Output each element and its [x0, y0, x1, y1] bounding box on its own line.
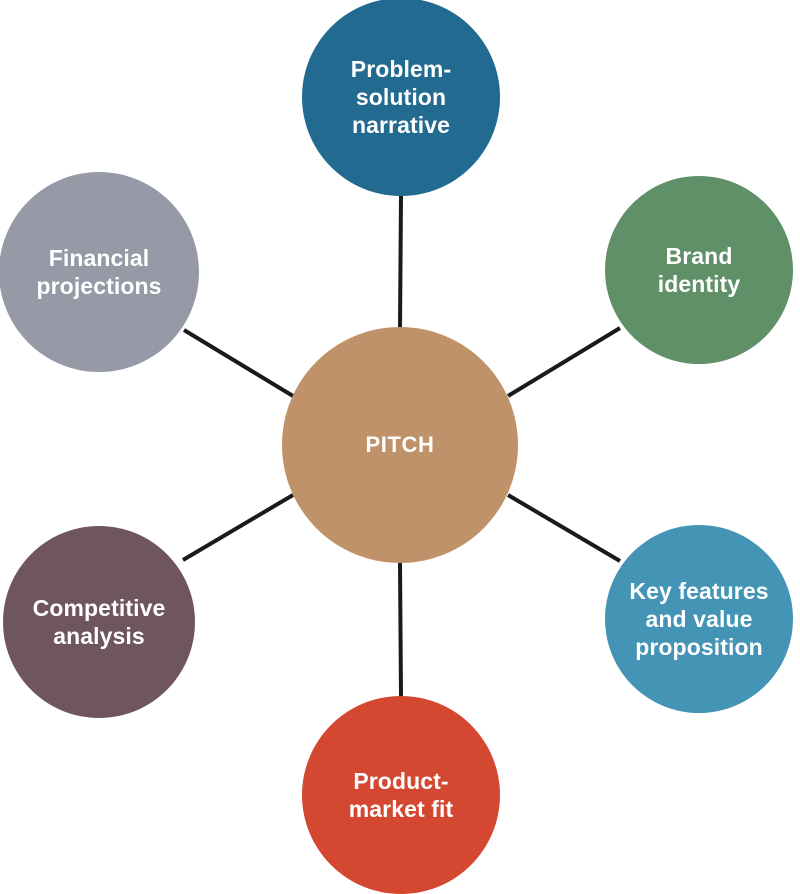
connector-center-to-financial-projections	[182, 328, 295, 398]
node-financial-projections[interactable]: Financial projections	[0, 172, 199, 372]
node-label-problem-solution-narrative: Problem- solution narrative	[350, 55, 452, 139]
node-label-key-features-and-value-proposition: Key features and value proposition	[629, 577, 769, 661]
node-key-features-and-value-proposition[interactable]: Key features and value proposition	[605, 525, 793, 713]
node-label-brand-identity: Brand identity	[657, 242, 741, 297]
connector-center-to-competitive-analysis	[181, 493, 295, 562]
node-problem-solution-narrative[interactable]: Problem- solution narrative	[302, 0, 500, 196]
node-label-financial-projections: Financial projections	[36, 244, 162, 299]
connector-center-to-problem-solution-narrative	[398, 195, 403, 328]
node-label-center-pitch: PITCH	[365, 431, 435, 457]
node-competitive-analysis[interactable]: Competitive analysis	[3, 526, 195, 718]
connector-center-to-product-market-fit	[398, 562, 403, 697]
connector-center-to-key-features	[506, 493, 622, 563]
node-label-product-market-fit: Product- market fit	[348, 767, 454, 822]
node-center-pitch[interactable]: PITCH	[282, 327, 518, 563]
connector-center-to-brand-identity	[506, 326, 622, 398]
node-brand-identity[interactable]: Brand identity	[605, 176, 793, 364]
node-label-competitive-analysis: Competitive analysis	[32, 594, 166, 649]
node-product-market-fit[interactable]: Product- market fit	[302, 696, 500, 894]
